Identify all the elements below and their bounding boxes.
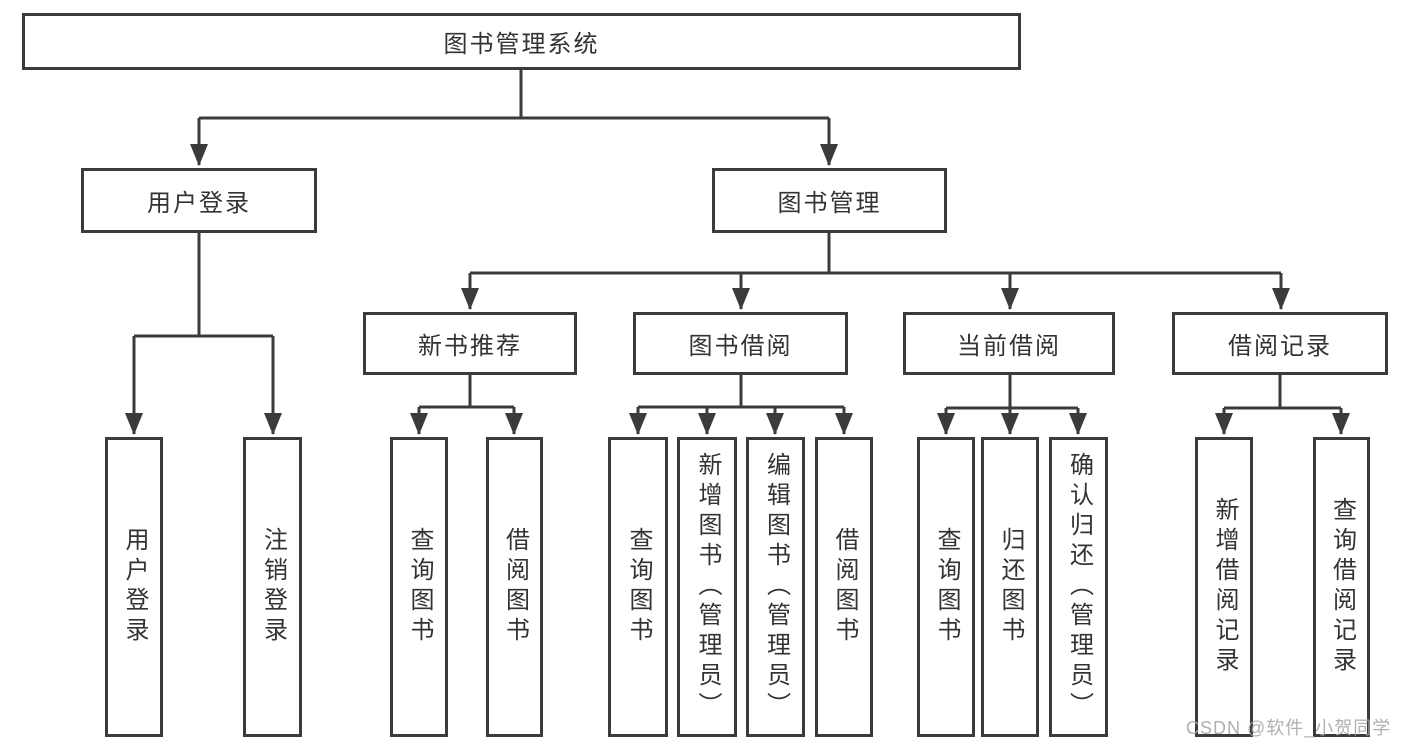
leaf-borrowing-query-books: 查询图书: [608, 437, 668, 737]
connector-book-borrowing: [629, 375, 853, 435]
leaf-logout: 注销登录: [243, 437, 302, 737]
leaf-current-query-books: 查询图书: [917, 437, 975, 737]
node-current-borrowing: 当前借阅: [903, 312, 1115, 375]
connector-user-login: [125, 233, 282, 435]
leaf-query-borrow-record: 查询借阅记录: [1313, 437, 1370, 737]
node-new-book-recommendation: 新书推荐: [363, 312, 577, 375]
leaf-user-login: 用户登录: [105, 437, 163, 737]
connector-book-management: [461, 233, 1290, 310]
node-library-system: 图书管理系统: [22, 13, 1021, 70]
leaf-return-books: 归还图书: [981, 437, 1039, 737]
node-borrowing-records: 借阅记录: [1172, 312, 1388, 375]
node-book-borrowing: 图书借阅: [633, 312, 848, 375]
leaf-recommend-query-books: 查询图书: [390, 437, 448, 737]
leaf-add-books-admin: 新增图书（管理员）: [677, 437, 737, 737]
leaf-recommend-borrow-books: 借阅图书: [486, 437, 543, 737]
leaf-borrowing-borrow-books: 借阅图书: [815, 437, 873, 737]
watermark: CSDN @软件_小贺同学: [1186, 718, 1392, 738]
leaf-edit-books-admin: 编辑图书（管理员）: [746, 437, 805, 737]
connector-current-borrowing: [937, 375, 1087, 435]
connector-borrowing-records: [1215, 375, 1350, 435]
connector-new-book-recommendation: [410, 375, 523, 435]
node-user-login: 用户登录: [81, 168, 317, 233]
leaf-confirm-return-admin: 确认归还（管理员）: [1049, 437, 1108, 737]
node-book-management: 图书管理: [712, 168, 947, 233]
leaf-add-borrow-record: 新增借阅记录: [1195, 437, 1253, 737]
connector-root: [190, 67, 838, 166]
